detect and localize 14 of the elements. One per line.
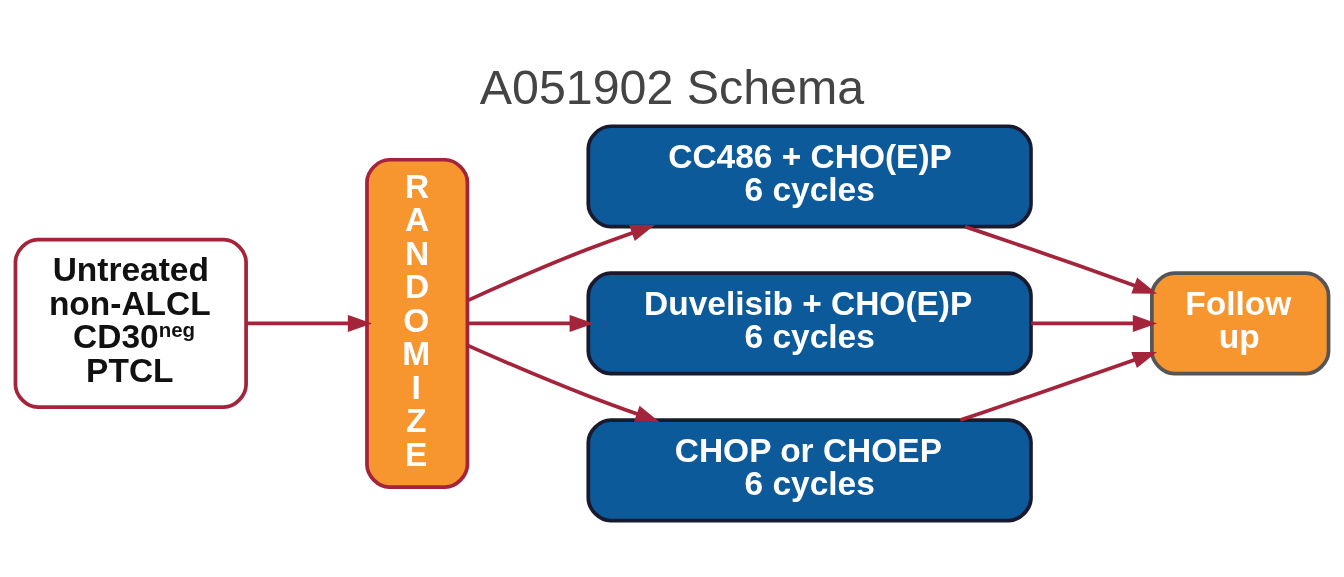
arrow xyxy=(246,314,373,332)
node-box: Follow up xyxy=(1150,270,1331,375)
arrow xyxy=(467,314,594,332)
diagram-title: A051902 Schema xyxy=(479,59,865,114)
node-box: CC486 + CHO(E)P 6 cycles xyxy=(586,123,1033,229)
arrow xyxy=(959,351,1157,422)
arrow xyxy=(964,224,1158,294)
node-box: Duvelisib + CHO(E)P 6 cycles xyxy=(586,270,1033,375)
node-box: RANDOMIZE xyxy=(365,157,470,489)
arrow xyxy=(466,224,655,302)
node-box: Untreated non-ALCL CD30$^{neg}$ PTCL xyxy=(13,237,248,409)
arrow xyxy=(1031,314,1158,332)
arrow xyxy=(466,343,660,422)
node-box: CHOP or CHOEP 6 cycles xyxy=(586,417,1033,522)
